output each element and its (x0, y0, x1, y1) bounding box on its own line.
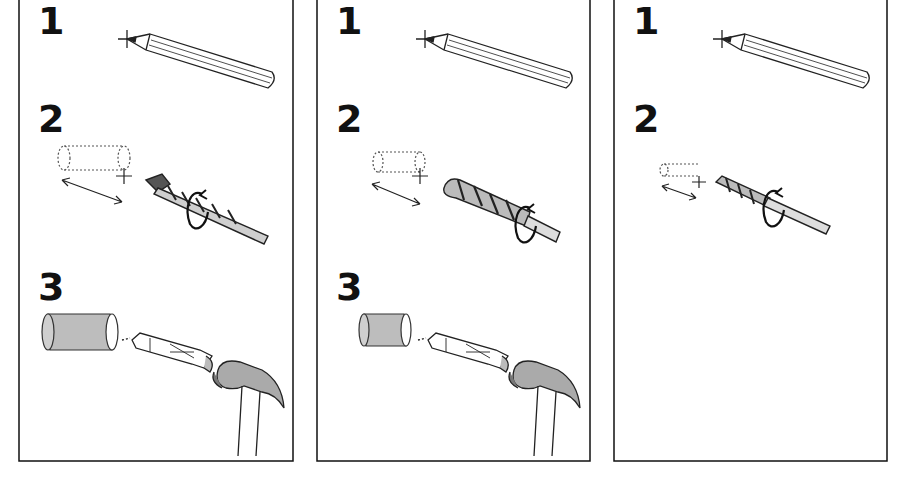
step-number: 1 (631, 2, 661, 40)
step-number: 1 (36, 2, 66, 40)
step-number: 2 (36, 100, 66, 138)
step-number: 3 (36, 268, 66, 306)
step-number: 2 (631, 100, 661, 138)
step-number: 3 (334, 268, 364, 306)
step-number: 1 (334, 2, 364, 40)
step-number: 2 (334, 100, 364, 138)
panel-frame (19, 0, 887, 461)
